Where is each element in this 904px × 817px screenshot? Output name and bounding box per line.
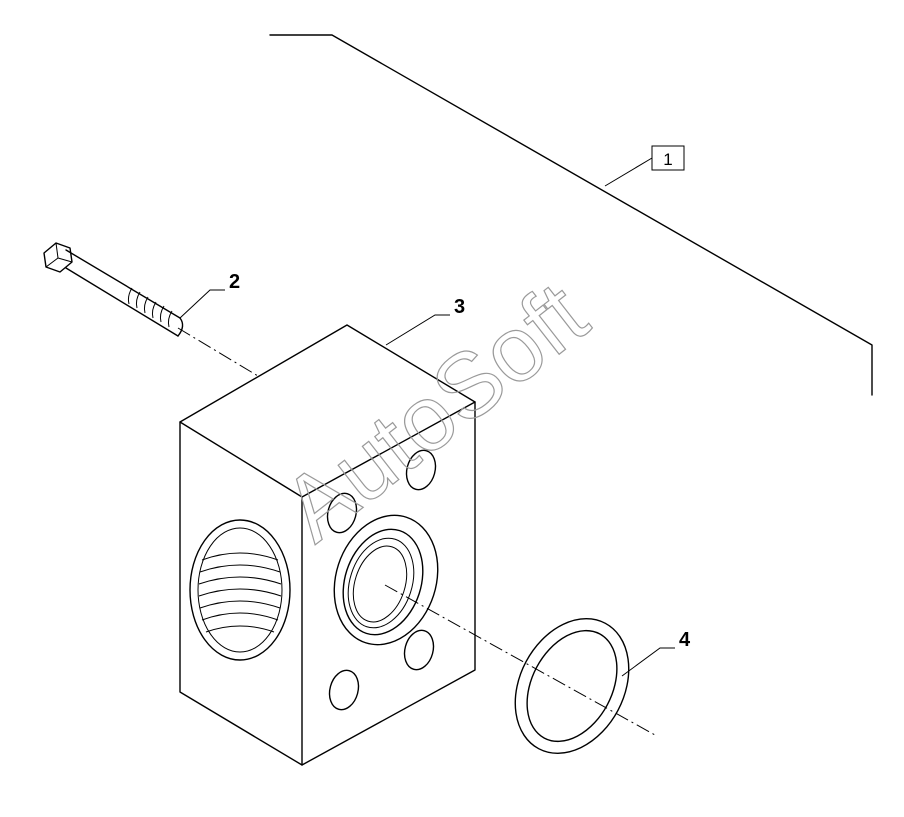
seal-ring-part[interactable]	[493, 599, 651, 773]
bolt-callout[interactable]: 2	[179, 271, 240, 319]
assembly-ref-label: 1	[663, 150, 672, 169]
seal-ring-label: 4	[679, 629, 691, 651]
assembly-ref-callout[interactable]: 1	[604, 145, 685, 187]
bolt-label: 2	[229, 271, 240, 293]
block-label: 3	[454, 296, 465, 318]
assembly-bracket	[269, 34, 873, 396]
mounting-holes	[326, 449, 437, 711]
threaded-port	[189, 519, 291, 661]
block-callout[interactable]: 3	[385, 296, 465, 346]
seal-ring-callout[interactable]: 4	[621, 629, 691, 677]
watermark-text: AutoSoft	[265, 263, 606, 561]
flange-port	[333, 514, 439, 646]
bolt-part[interactable]	[43, 242, 259, 377]
block-part[interactable]	[179, 324, 476, 766]
port-axis	[384, 584, 656, 736]
